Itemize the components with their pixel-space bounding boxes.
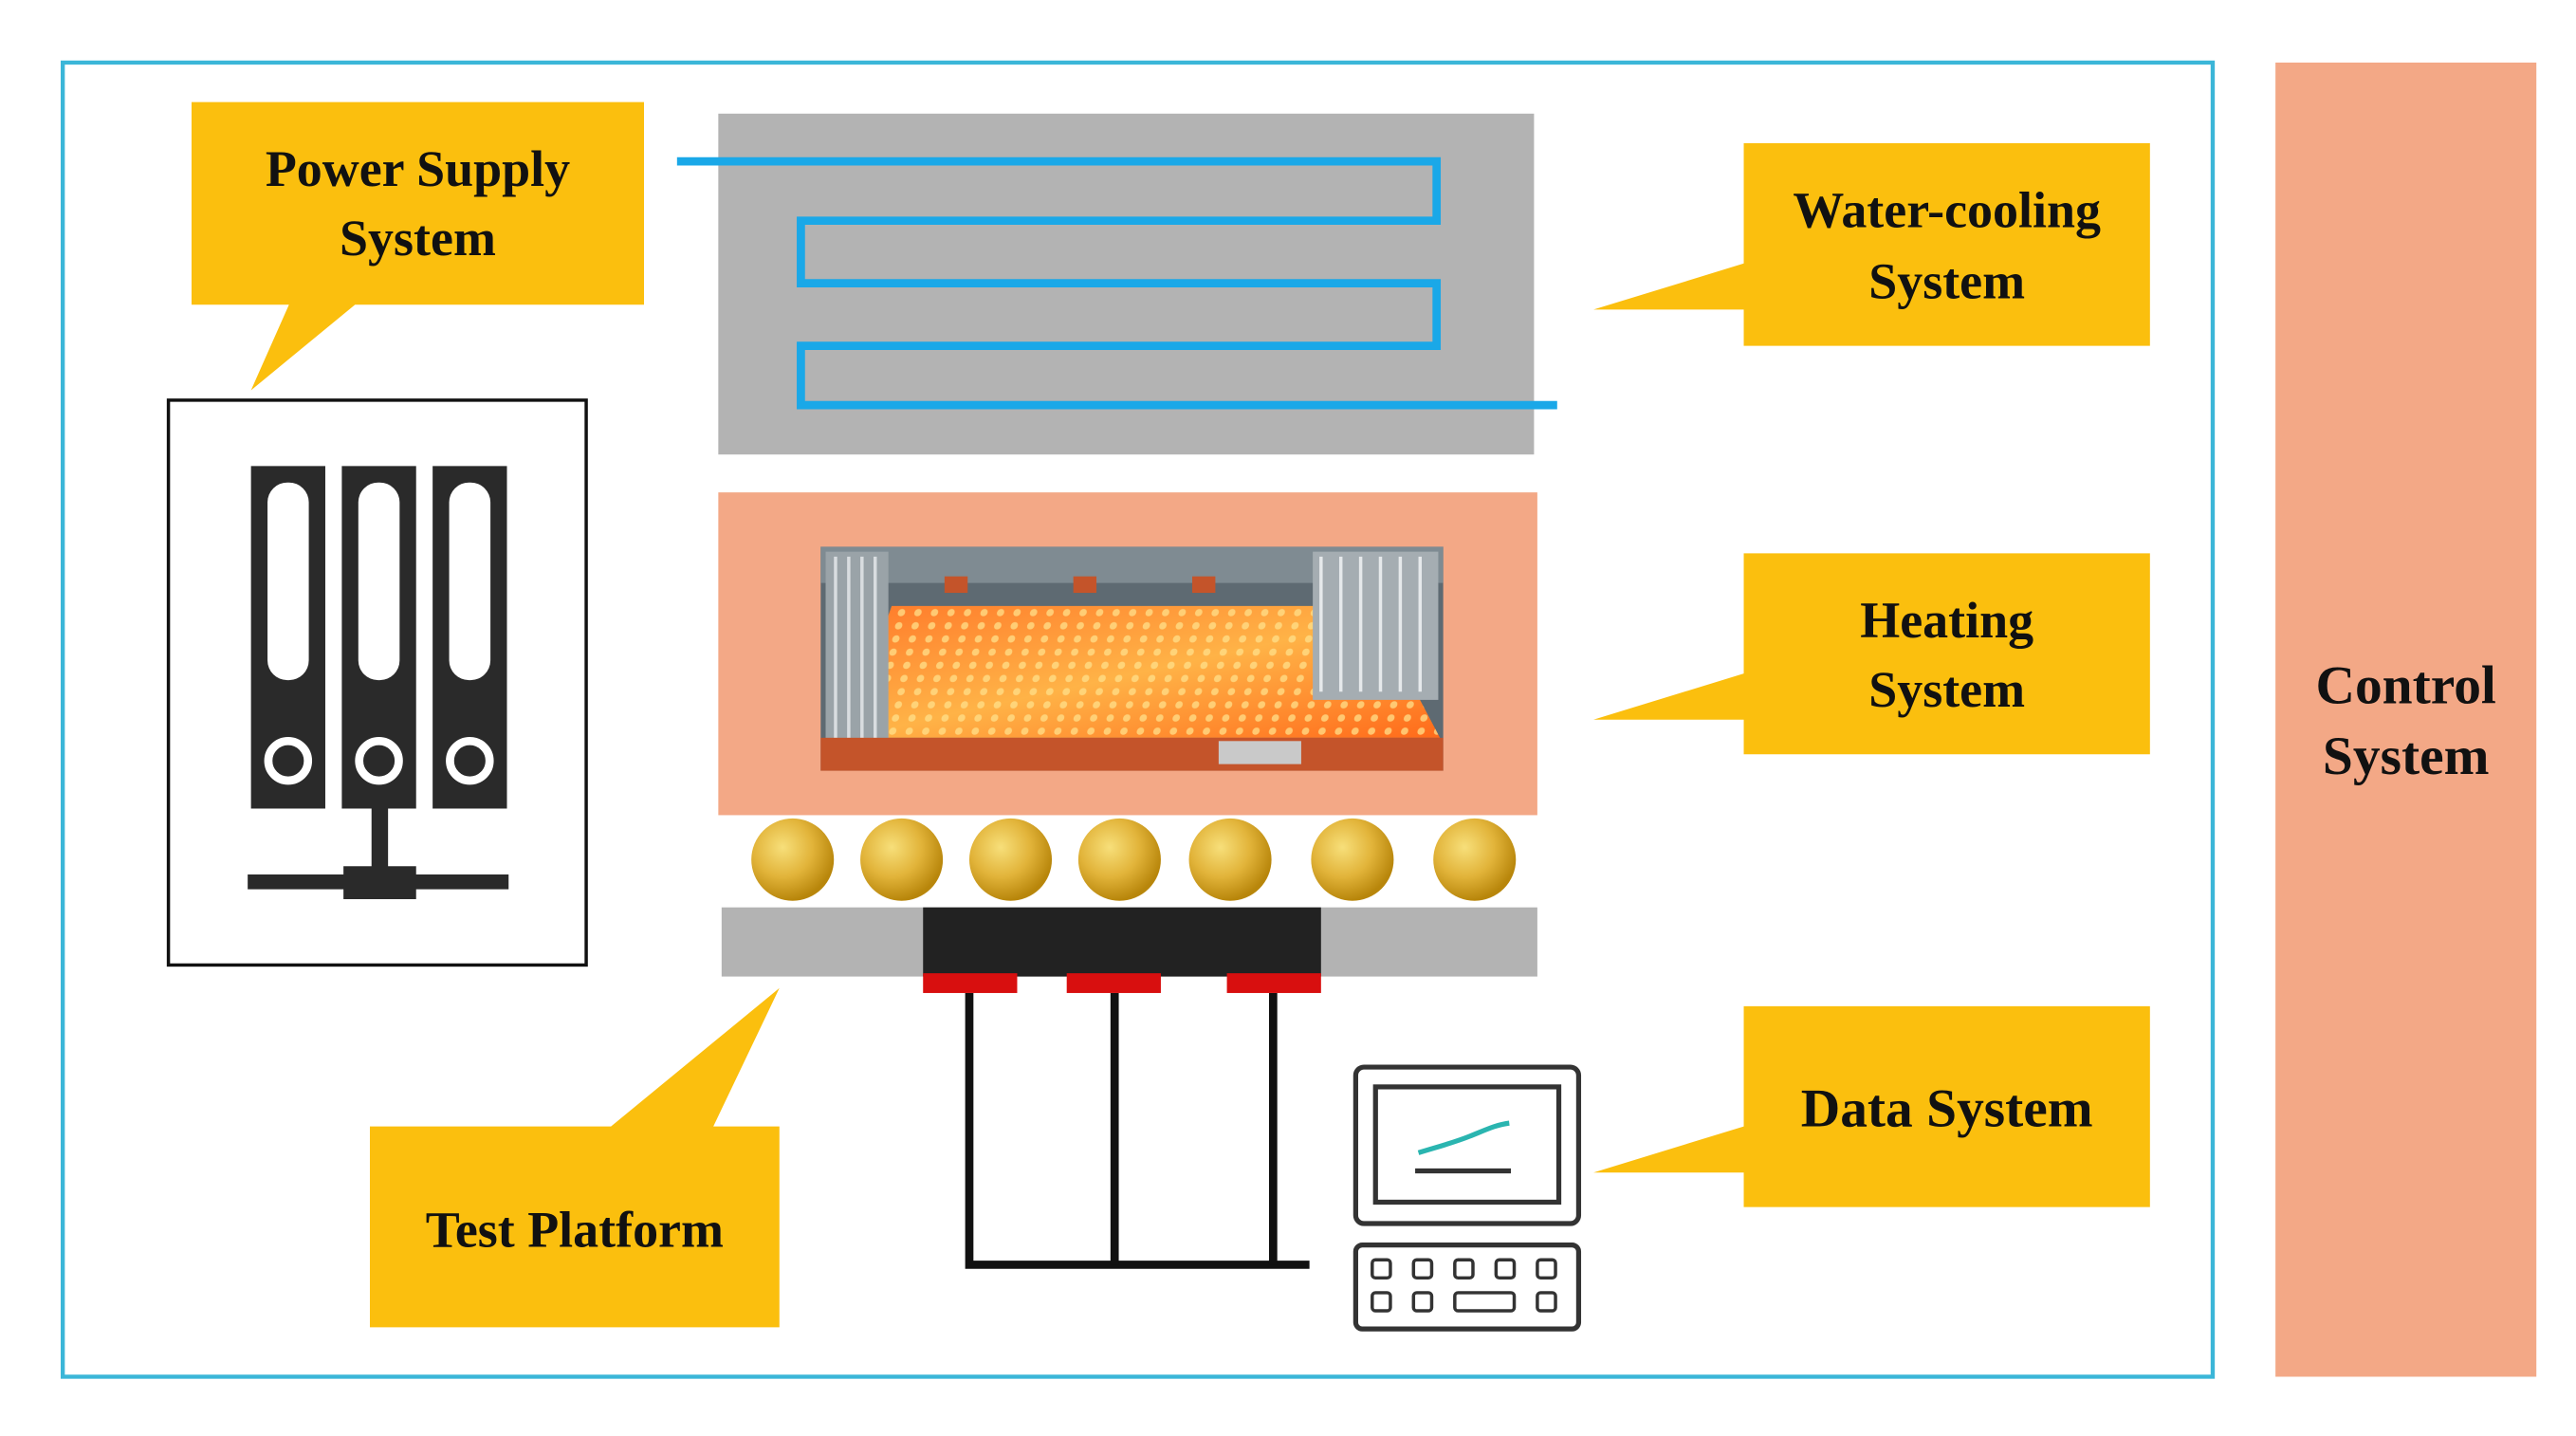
control-system-label-line1: Control [2315,655,2495,715]
furnace-photo [820,546,1444,771]
control-system-panel: Control System [2275,62,2537,1377]
water-cooling-callout: Water-cooling System [1593,143,2150,346]
test-specimens [751,818,1517,901]
water-cooling-label-line1: Water-cooling [1793,182,2101,239]
heating-callout: Heating System [1593,553,2150,755]
specimen-ball [968,818,1053,901]
heating-label-line1: Heating [1860,592,2033,649]
power-supply-icon [166,398,588,967]
data-system-callout: Data System [1593,1005,2150,1207]
specimen-ball [1077,818,1161,901]
water-cooling-block [676,113,1557,455]
specimen-ball [1311,818,1394,901]
water-cooling-label-line2: System [1868,252,2025,309]
specimen-ball [1188,818,1272,901]
power-supply-label-line2: System [340,210,496,267]
test-platform-label: Test Platform [426,1201,724,1258]
test-platform-callout: Test Platform [369,987,780,1328]
specimen-ball [1433,818,1517,901]
power-supply-callout: Power Supply System [191,101,644,391]
computer-terminal-icon [1352,1064,1582,1332]
specimen-ball [860,818,944,901]
heating-block [718,492,1537,816]
control-system-label-line2: System [2323,727,2489,786]
heating-label-line2: System [1868,661,2025,718]
test-platform [721,907,1537,1269]
power-supply-label-line1: Power Supply [266,140,570,197]
specimen-ball [751,818,835,901]
coolant-pipe [676,156,1557,410]
data-system-label: Data System [1801,1079,2093,1139]
